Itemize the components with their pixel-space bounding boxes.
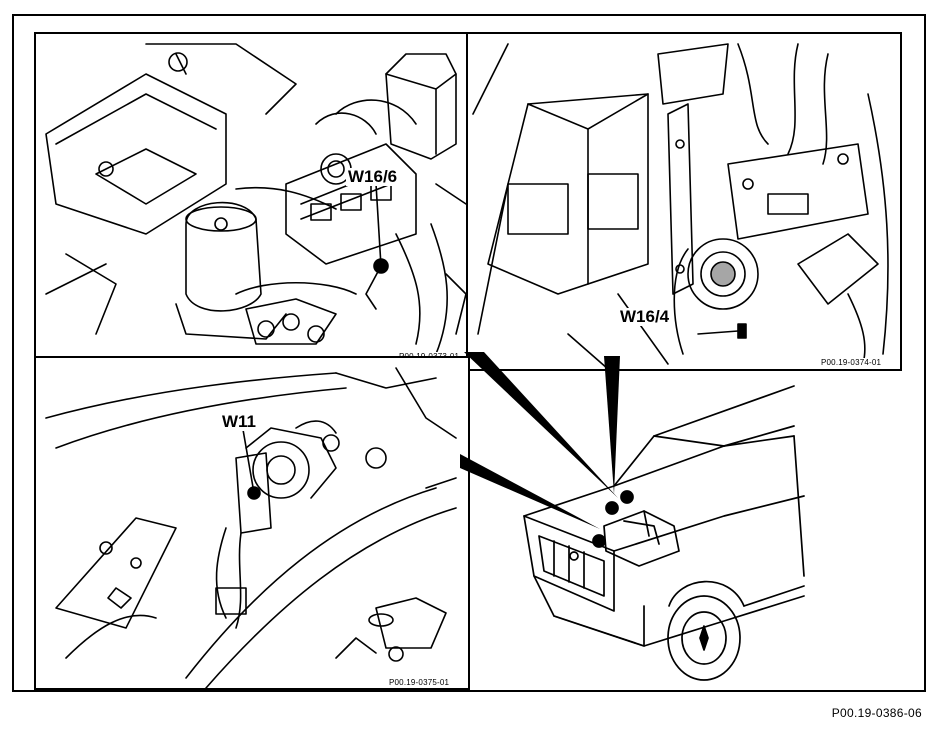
label-w11: W11 [220, 412, 259, 431]
label-w16-6: W16/6 [346, 167, 400, 186]
panel-bottom-left: W11 P00.19-0375-01 [34, 356, 470, 690]
panel-code-bottom-left: P00.19-0375-01 [388, 678, 451, 687]
car-overview-illustration [523, 385, 805, 681]
figure-frame: W16/6 P00.19-0373-01 [12, 14, 926, 692]
engine-bay-illustration-w16-4 [472, 43, 889, 369]
label-w16-4: W16/4 [618, 307, 672, 326]
engine-bay-illustration-w16-6 [45, 43, 467, 355]
panel-top-left: W16/6 P00.19-0373-01 [34, 32, 470, 365]
panel-code-top-right: P00.19-0374-01 [820, 358, 883, 367]
figure-code: P00.19-0386-06 [831, 706, 922, 720]
engine-bay-illustration-w11 [45, 367, 457, 688]
panel-top-right: W16/4 P00.19-0374-01 [466, 32, 902, 371]
